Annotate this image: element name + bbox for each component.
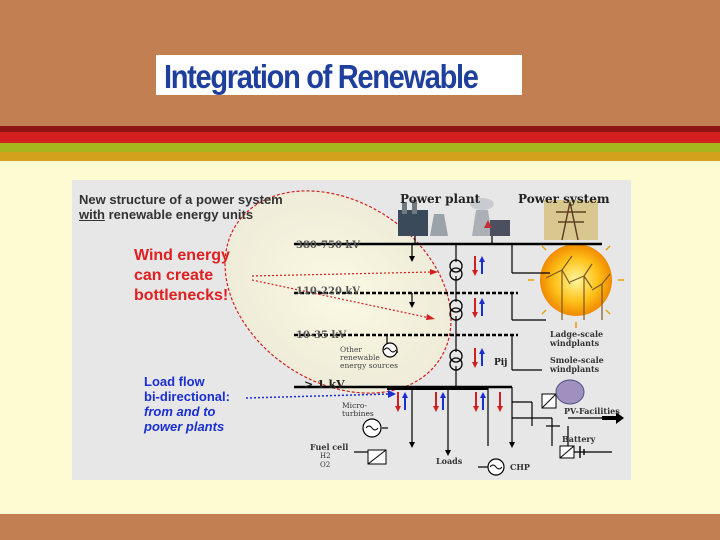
figure-heading-line2: with renewable energy units xyxy=(79,207,253,222)
voltage-1kv-label: > 1 kV xyxy=(304,378,345,391)
pij-label: Pij xyxy=(494,358,508,368)
converter-icons xyxy=(367,393,575,465)
pv-panel-icon xyxy=(555,379,585,405)
small-scale-line: windplants xyxy=(550,364,600,374)
other-renewable-label: Other renewable energy sources xyxy=(340,346,398,370)
slide-title: Integration of Renewable xyxy=(164,58,479,95)
slide-bottom-bar xyxy=(0,514,720,540)
stripe-gold xyxy=(0,152,720,161)
heading-rest: renewable energy units xyxy=(105,207,254,222)
load-flow-callout: Load flow bi-directional: from and to po… xyxy=(144,374,230,434)
large-scale-line: Ladge-scale xyxy=(550,329,604,339)
heading-with: with xyxy=(79,207,105,222)
small-scale-line: Smole-scale xyxy=(550,355,604,365)
flow-arrow-icons xyxy=(395,256,503,412)
chp-label: CHP xyxy=(510,462,530,472)
fuel-cell-label: Fuel cell xyxy=(310,442,349,452)
wind-line: bottlenecks! xyxy=(134,287,229,304)
voltage-380-750-label: 380-750 kV xyxy=(296,240,361,251)
other-renewable-line: Other xyxy=(340,345,363,354)
power-plant-label: Power plant xyxy=(400,192,481,206)
load-line: from and to xyxy=(144,404,216,419)
slide-title-box: Integration of Renewable xyxy=(156,55,522,95)
pv-arrow-icon xyxy=(602,412,624,424)
ac-symbol xyxy=(365,425,379,431)
wind-energy-callout: Wind energy can create bottlenecks! xyxy=(134,246,230,306)
figure-heading-line1: New structure of a power system xyxy=(79,192,283,207)
callout-pointers xyxy=(245,269,438,399)
sun-rays-icon xyxy=(528,232,624,328)
voltage-110-220-label: 110-220 kV xyxy=(296,286,361,297)
bus-bars xyxy=(294,242,602,390)
load-line: power plants xyxy=(144,419,225,434)
stripe-dark-red xyxy=(0,126,720,132)
large-scale-windplants-label: Ladge-scale windplants xyxy=(550,330,603,348)
micro-line: turbines xyxy=(342,409,374,418)
power-pylon-icon xyxy=(544,200,598,241)
h2-label: H2 xyxy=(320,452,331,460)
power-system-diagram xyxy=(224,190,624,476)
other-renewable-line: renewable xyxy=(340,353,380,362)
loads-label: Loads xyxy=(436,456,463,466)
stripe-green xyxy=(0,143,720,152)
micro-line: Micro- xyxy=(342,401,367,410)
load-arrow-icons xyxy=(409,256,515,456)
power-system-label: Power system xyxy=(518,192,610,206)
o2-label: O2 xyxy=(320,461,331,469)
load-line: Load flow xyxy=(144,374,205,389)
wind-line: can create xyxy=(134,267,214,284)
transformer-icons xyxy=(449,259,463,371)
stripe-red xyxy=(0,132,720,143)
ac-symbol xyxy=(383,347,397,353)
load-line: bi-directional: xyxy=(144,389,230,404)
other-renewable-line: energy sources xyxy=(340,361,398,370)
pv-facilities-label: PV-Facilities xyxy=(564,406,620,416)
micro-turbines-label: Micro- turbines xyxy=(342,402,374,418)
small-scale-windplants-label: Smole-scale windplants xyxy=(550,356,604,374)
power-plant-icon xyxy=(398,198,510,236)
wind-turbine-icon xyxy=(545,255,611,320)
large-scale-line: windplants xyxy=(550,338,600,348)
battery-icon xyxy=(579,446,585,458)
battery-label: Battery xyxy=(562,434,596,444)
ac-symbol xyxy=(489,464,503,470)
power-system-figure: New structure of a power system with ren… xyxy=(72,180,631,480)
voltage-10-35-label: 10-35 kV xyxy=(296,330,347,341)
wind-line: Wind energy xyxy=(134,247,230,264)
